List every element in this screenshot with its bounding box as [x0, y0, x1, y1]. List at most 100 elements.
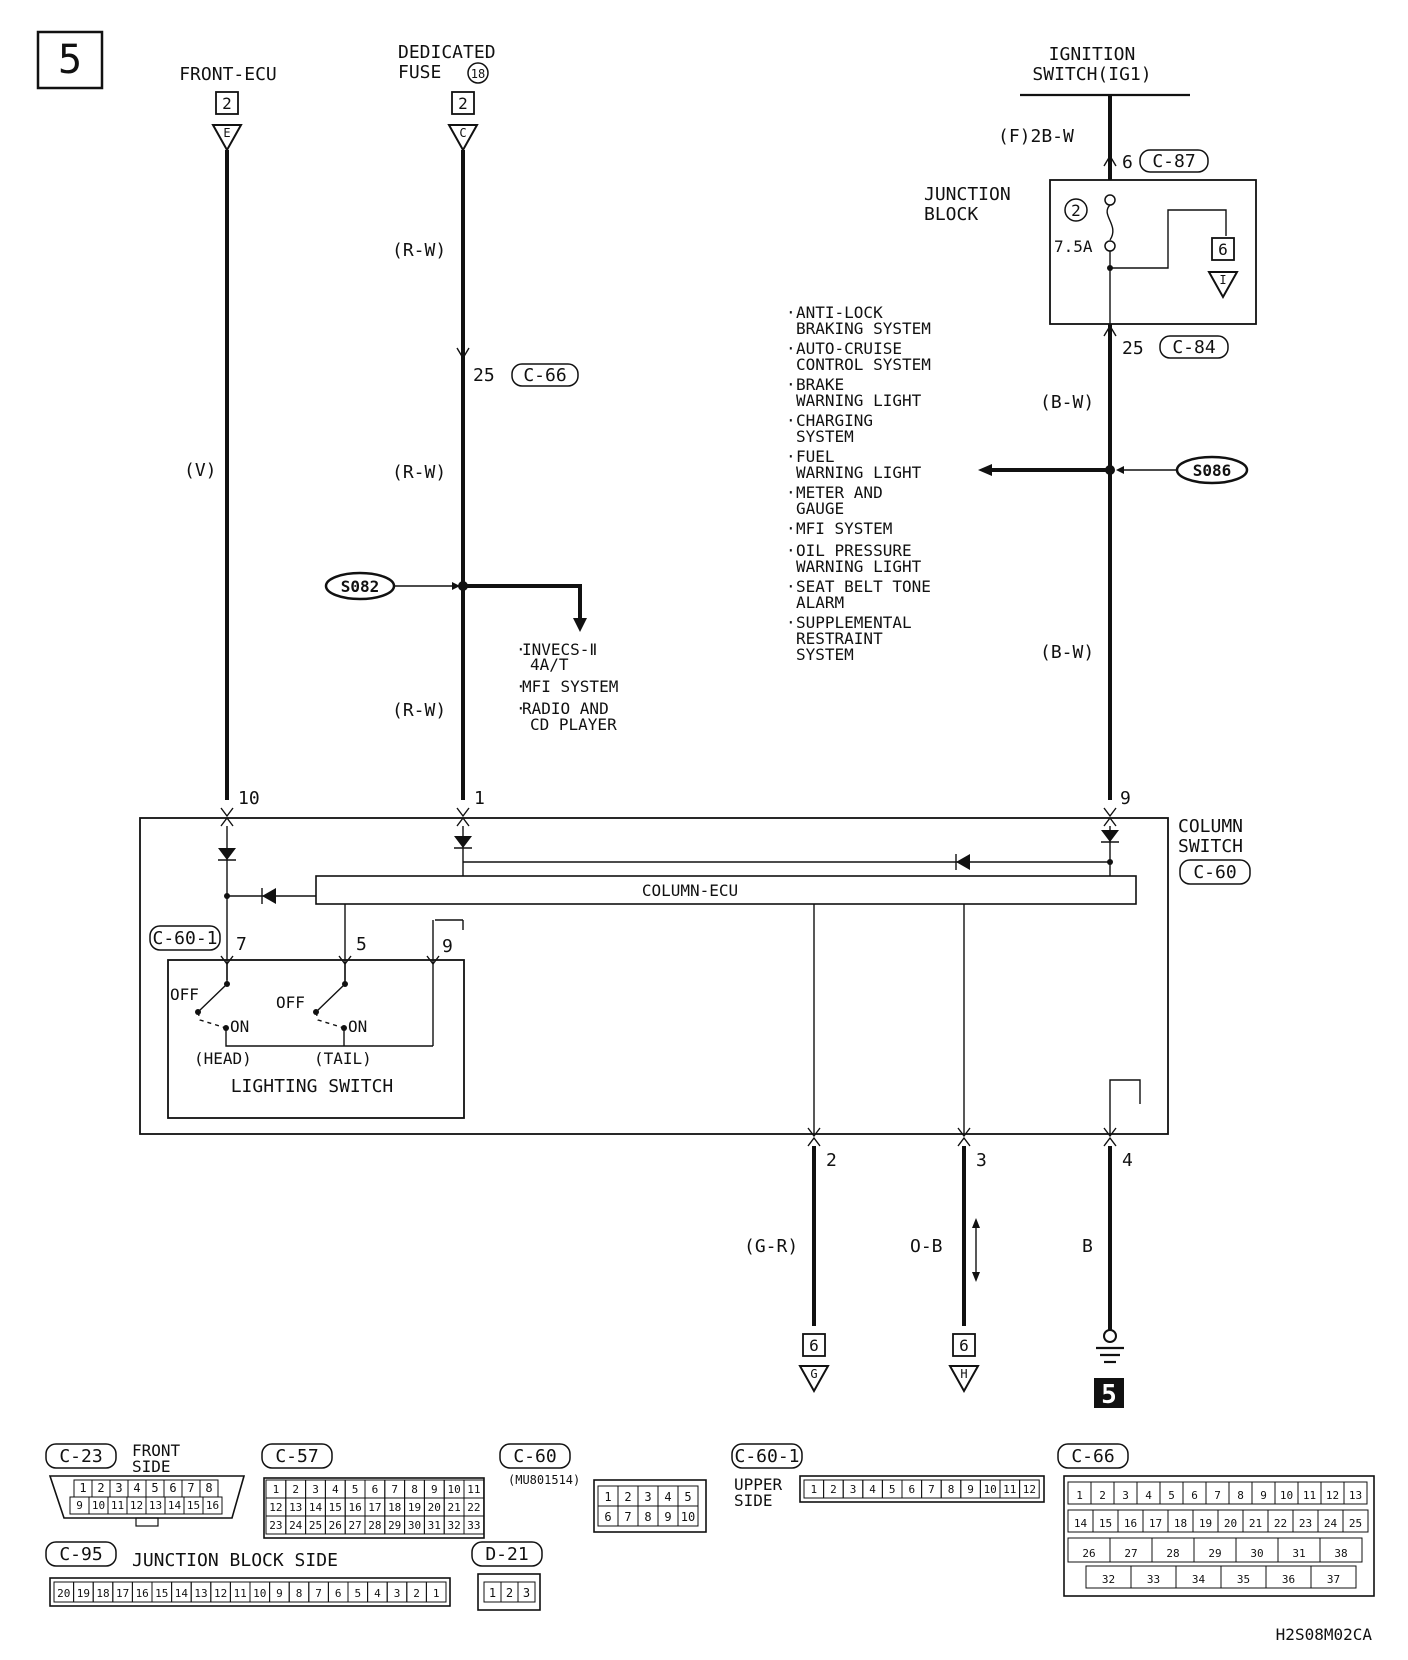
connector-pin-number: 15 [187, 1499, 200, 1512]
connector-pin-number: 2 [292, 1483, 299, 1496]
connector-pin-number: 28 [368, 1519, 381, 1532]
s086-item-6: WARNING LIGHT [796, 391, 922, 410]
s086-item-20: SYSTEM [796, 645, 854, 664]
connector-pin-number: 2 [830, 1483, 837, 1496]
junction-block-label-1: JUNCTION [924, 184, 1011, 205]
c66-conn-label: C-66 [523, 365, 566, 386]
connector-pin-number: 8 [948, 1483, 955, 1496]
connector-pin-number: 3 [850, 1483, 857, 1496]
connector-pin-number: 16 [348, 1501, 361, 1514]
connector-pin-number: 24 [1324, 1517, 1338, 1530]
connector-pin-number: 32 [447, 1519, 460, 1532]
connector-pin-number: 1 [433, 1587, 440, 1600]
connector-pin-cell [202, 1496, 223, 1515]
connector-pin-number: 12 [1326, 1489, 1339, 1502]
connector-pin-number: 27 [348, 1519, 361, 1532]
svg-text:·: · [786, 613, 796, 632]
branch-s082 [463, 584, 582, 620]
connector-pin-number: 5 [352, 1483, 359, 1496]
connector-pin-number: 6 [335, 1587, 342, 1600]
connector-pin-number: 14 [168, 1499, 182, 1512]
wire-gr-label: (G-R) [744, 1236, 798, 1257]
connector-pin-number: 19 [1199, 1517, 1212, 1530]
c87-pin: 6 [1122, 152, 1133, 173]
column-switch-label-1: COLUMN [1178, 816, 1243, 837]
connector-pin-number: 25 [309, 1519, 322, 1532]
svg-text:·: · [786, 519, 796, 538]
d21-connector-shape [477, 1573, 541, 1611]
connector-pin-number: 18 [388, 1501, 401, 1514]
connector-pin-number: 13 [194, 1587, 207, 1600]
jb-fuse-number: 2 [1071, 201, 1081, 220]
s086-item-7: CHARGING [796, 411, 873, 430]
connector-pin-number: 33 [1147, 1573, 1160, 1586]
c57-id: C-57 [275, 1446, 318, 1467]
connector-pin-number: 32 [1102, 1573, 1115, 1586]
tail-label: (TAIL) [314, 1049, 372, 1068]
connector-pin-number: 2 [413, 1587, 420, 1600]
junction-block [1049, 179, 1257, 325]
wire-ob-label: O-B [910, 1236, 943, 1257]
svg-text:·: · [786, 375, 796, 394]
connector-pin-number: 4 [374, 1587, 381, 1600]
s086-item-12: GAUGE [796, 499, 844, 518]
connector-pin-number: 7 [928, 1483, 935, 1496]
connector-pin-number: 9 [431, 1483, 438, 1496]
connector-pin-number: 6 [372, 1483, 379, 1496]
wire-rw-label-3: (R-W) [392, 700, 446, 721]
c601-id: C-60-1 [734, 1446, 799, 1467]
connector-pin-number: 13 [1349, 1489, 1362, 1502]
connector-pin-number: 7 [624, 1510, 631, 1524]
connector-pin-number: 4 [664, 1490, 671, 1504]
front-ecu-label: FRONT-ECU [179, 64, 277, 85]
connector-pin-number: 10 [1280, 1489, 1293, 1502]
connector-pin-number: 8 [644, 1510, 651, 1524]
jb-ref: 6 [1218, 240, 1228, 259]
c23-connector-shape [48, 1475, 246, 1519]
connector-pin-number: 9 [276, 1587, 283, 1600]
connector-pin-number: 28 [1166, 1547, 1179, 1560]
connector-pin-number: 31 [428, 1519, 441, 1532]
connector-pin-number: 3 [1122, 1489, 1129, 1502]
connector-pin-number: 1 [489, 1586, 496, 1600]
dedicated-fuse-label-2: FUSE [398, 62, 441, 83]
s086-item-2: BRAKING SYSTEM [796, 319, 931, 338]
connector-pin-number: 5 [151, 1481, 158, 1495]
connector-pin-number: 8 [411, 1483, 418, 1496]
connector-pin-number: 5 [684, 1490, 691, 1504]
svg-text:·: · [786, 303, 796, 322]
connector-pin-number: 4 [133, 1481, 140, 1495]
c601-note-2: SIDE [734, 1491, 773, 1510]
s086-item-16: SEAT BELT TONE [796, 577, 931, 596]
c66-pin: 25 [473, 365, 495, 386]
connector-pin-number: 3 [394, 1587, 401, 1600]
s086-item-17: ALARM [796, 593, 844, 612]
column-ecu [315, 875, 1137, 905]
connector-pin-number: 30 [408, 1519, 421, 1532]
wire-rw-label-2: (R-W) [392, 462, 446, 483]
connector-pin-number: 17 [116, 1587, 129, 1600]
connector-pin-number: 7 [1214, 1489, 1221, 1502]
wire-bw-label-2: (B-W) [1040, 642, 1094, 663]
jb-fuse-7-5a-symbol [1106, 204, 1114, 241]
svg-text:·: · [786, 577, 796, 596]
ignition-label-1: IGNITION [1049, 44, 1136, 65]
connector-pin-number: 9 [664, 1510, 671, 1524]
connector-pin-number: 23 [1299, 1517, 1312, 1530]
connector-pin-number: 11 [234, 1587, 247, 1600]
connector-pin-number: 8 [296, 1587, 303, 1600]
connector-pin-number: 10 [92, 1499, 105, 1512]
svg-text:·: · [516, 640, 526, 659]
connector-pin-number: 10 [681, 1510, 695, 1524]
connector-pin-number: 4 [332, 1483, 339, 1496]
connector-pin-number: 10 [447, 1483, 460, 1496]
dedicated-fuse-ref: 2 [458, 94, 468, 113]
s082-item-2: 4A/T [530, 655, 569, 674]
connector-pin-number: 13 [149, 1499, 162, 1512]
s082-item-4: RADIO AND [522, 699, 609, 718]
c601-note-1: UPPER [734, 1475, 783, 1494]
connector-pin-number: 1 [810, 1483, 817, 1496]
connector-pin-number: 38 [1334, 1547, 1347, 1560]
ground-number: 5 [1101, 1380, 1117, 1410]
